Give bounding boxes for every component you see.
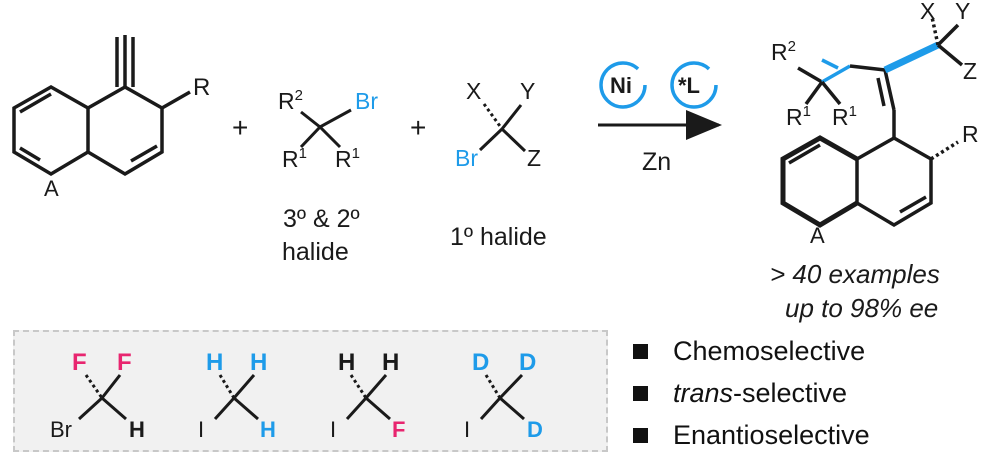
product-r-label: R bbox=[962, 121, 979, 147]
bromine-label: Br bbox=[355, 88, 378, 114]
primary-bromine-label: Br bbox=[455, 145, 478, 171]
substrate4-top-left: D bbox=[472, 349, 489, 376]
substrate-deuteromethyl bbox=[479, 373, 525, 421]
bullet-icon bbox=[633, 344, 648, 359]
r1-left-label: R1 bbox=[282, 145, 307, 172]
substrate3-top-right: H bbox=[382, 349, 399, 376]
halide1-label-2: halide bbox=[282, 238, 349, 266]
product-y-label: Y bbox=[955, 0, 970, 24]
tertiary-halide bbox=[299, 108, 352, 149]
feature-text: Chemoselective bbox=[673, 336, 866, 366]
substrate-difluoro bbox=[77, 374, 127, 421]
product-r1-left-label: R1 bbox=[786, 103, 811, 130]
feature-chemoselective: Chemoselective bbox=[633, 336, 865, 367]
substrate1-top-right: F bbox=[117, 349, 132, 376]
zn-label: Zn bbox=[642, 148, 671, 176]
feature-text: Enantioselective bbox=[673, 420, 870, 450]
ligand-label: *L bbox=[678, 73, 700, 98]
substrate2-bottom-right: H bbox=[260, 417, 276, 442]
substrate2-bottom-left: I bbox=[198, 417, 204, 442]
r2-label: R2 bbox=[278, 87, 303, 114]
product-x-label: X bbox=[920, 0, 935, 24]
product-a-label: A bbox=[810, 223, 825, 248]
bullet-icon bbox=[633, 386, 648, 401]
x-label: X bbox=[466, 78, 481, 104]
substrate-scope-box bbox=[13, 330, 608, 452]
y-label: Y bbox=[520, 78, 535, 104]
product-z-label: Z bbox=[963, 58, 977, 84]
substrate1-bottom-left: Br bbox=[50, 417, 72, 442]
feature-italic: trans bbox=[673, 378, 734, 408]
r1-right-label: R1 bbox=[335, 145, 360, 172]
substrate4-bottom-left: I bbox=[464, 417, 470, 442]
alkynyl-quinoline bbox=[12, 35, 191, 177]
substrate3-top-left: H bbox=[338, 349, 355, 376]
halide2-label: 1º halide bbox=[450, 223, 547, 251]
product-structure bbox=[780, 16, 964, 228]
quinoline-r-label: R bbox=[193, 74, 210, 101]
substrate4-bottom-right: D bbox=[527, 417, 543, 442]
substrate3-bottom-right: F bbox=[392, 417, 405, 442]
primary-halide bbox=[478, 103, 527, 153]
substrate-methylene bbox=[213, 374, 259, 421]
substrate2-top-left: H bbox=[206, 349, 223, 376]
ligand-cycle bbox=[670, 61, 718, 109]
ni-catalyst-cycle bbox=[599, 61, 647, 109]
substrate4-top-right: D bbox=[519, 349, 536, 376]
ni-label: Ni bbox=[610, 73, 632, 98]
ee-text: up to 98% ee bbox=[785, 293, 938, 323]
feature-text: -selective bbox=[733, 378, 848, 408]
feature-enantioselective: Enantioselective bbox=[633, 420, 870, 451]
substrate3-bottom-left: I bbox=[330, 417, 336, 442]
halide1-label: 3º & 2º bbox=[283, 205, 360, 233]
substrate-fluoromethyl bbox=[345, 374, 391, 421]
plus-sign-2: + bbox=[410, 112, 426, 143]
substrate1-bottom-right: H bbox=[129, 417, 145, 442]
plus-sign-1: + bbox=[232, 112, 248, 143]
substrate2-top-right: H bbox=[250, 349, 267, 376]
product-r1-right-label: R1 bbox=[832, 103, 857, 130]
examples-text: > 40 examples bbox=[770, 259, 940, 289]
substrate1-top-left: F bbox=[72, 349, 87, 376]
feature-trans-selective: trans-selective bbox=[633, 378, 847, 409]
z-label: Z bbox=[527, 145, 541, 171]
bullet-icon bbox=[633, 428, 648, 443]
quinoline-a-label: A bbox=[44, 176, 59, 201]
product-r2-label: R2 bbox=[771, 38, 796, 65]
